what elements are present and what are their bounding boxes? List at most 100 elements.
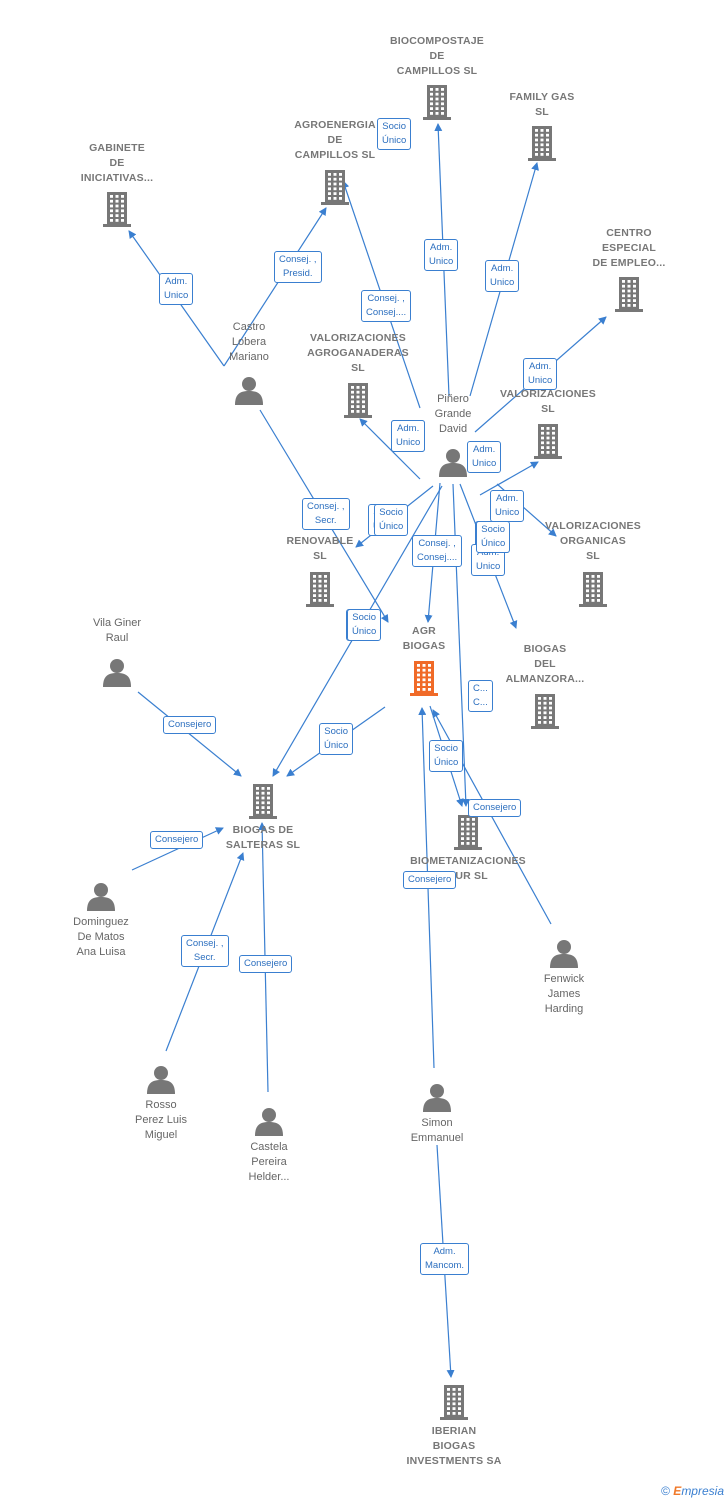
node-label: Fenwick James Harding [543, 973, 585, 1015]
edge-label-pinero-to-valorg[interactable]: Adm. Unico [490, 490, 525, 522]
node-fenwick[interactable]: Fenwick James Harding [494, 938, 634, 1017]
node-label: FAMILY GAS SL [509, 91, 575, 118]
building-icon [193, 783, 333, 819]
node-label: CENTRO ESPECIAL DE EMPLEO... [592, 227, 666, 269]
person-icon [199, 1106, 339, 1136]
person-icon [179, 375, 319, 405]
brand-name: mpresia [681, 1484, 724, 1498]
node-simon[interactable]: Simon Emmanuel [367, 1082, 507, 1146]
node-label: AGROENERGIA DE CAMPILLOS SL [294, 119, 376, 161]
node-label: Piñero Grande David [434, 393, 472, 435]
edge-label-dominguez-to-salteras[interactable]: Consejero [150, 831, 204, 849]
building-icon [523, 571, 663, 607]
building-icon-highlighted [354, 660, 494, 696]
node-label: AGR BIOGAS [402, 625, 446, 652]
person-icon [47, 657, 187, 687]
building-icon [384, 1384, 524, 1420]
node-centro[interactable]: CENTRO ESPECIAL DE EMPLEO... [559, 226, 699, 312]
edge-label-fenwick-to-agrobiogas[interactable]: Consejero [468, 799, 522, 817]
edge-vila-to-salteras [137, 691, 242, 777]
edge-label-castro-to-agrobiogas[interactable]: Consej. , Secr. [302, 498, 350, 530]
footer-brand: © Empresia [661, 1484, 724, 1498]
node-label: Vila Giner Raul [92, 617, 142, 644]
node-label: BIOCOMPOSTAJE DE CAMPILLOS SL [390, 35, 484, 77]
building-icon [47, 191, 187, 227]
person-icon [494, 938, 634, 968]
node-almanzora[interactable]: BIOGAS DEL ALMANZORA... [475, 642, 615, 729]
brand-initial: E [673, 1484, 682, 1498]
edge-label-simon-to-agrobiogas[interactable]: Consejero [403, 871, 457, 889]
person-icon [367, 1082, 507, 1112]
node-label: Castela Pereira Helder... [248, 1141, 290, 1183]
node-agrobiogas[interactable]: AGR BIOGAS [354, 624, 494, 696]
building-icon [265, 169, 405, 205]
edge-label-agrobiogas-to-salteras[interactable]: Socio Único [319, 723, 354, 755]
edge-label-castro-to-gabinete[interactable]: Adm. Unico [159, 273, 194, 305]
copyright-symbol: © [661, 1484, 670, 1498]
person-icon [91, 1064, 231, 1094]
edge-castro-to-agroenergia [223, 207, 327, 367]
edge-label-castro-to-agroenergia[interactable]: Consej. , Presid. [274, 251, 322, 283]
node-agroenergia[interactable]: AGROENERGIA DE CAMPILLOS SL [265, 118, 405, 205]
building-icon [367, 84, 507, 120]
node-familygas[interactable]: FAMILY GAS SL [472, 90, 612, 161]
person-icon [31, 881, 171, 911]
building-icon [472, 125, 612, 161]
edge-label-rosso-to-salteras[interactable]: Consej. , Secr. [181, 935, 229, 967]
node-valagrog[interactable]: VALORIZACIONES AGROGANADERAS SL [288, 331, 428, 418]
node-label: Castro Lobera Mariano [229, 321, 269, 363]
node-iberian[interactable]: IBERIAN BIOGAS INVESTMENTS SA [384, 1384, 524, 1469]
building-icon [559, 276, 699, 312]
node-castro[interactable]: Castro Lobera Mariano [179, 320, 319, 405]
node-label: RENOVABLE SL [286, 535, 354, 562]
node-gabinete[interactable]: GABINETE DE INICIATIVAS... [47, 141, 187, 227]
node-salteras[interactable]: BIOGAS DE SALTERAS SL [193, 783, 333, 853]
node-rosso[interactable]: Rosso Perez Luis Miguel [91, 1064, 231, 1143]
node-pinero[interactable]: Piñero Grande David [383, 392, 523, 477]
edge-label-pinero-to-agrobiogas[interactable]: Consej. , Consej.... [412, 535, 463, 567]
building-icon [250, 571, 390, 607]
edge-label-castela-to-salteras[interactable]: Consejero [239, 955, 293, 973]
node-label: VALORIZACIONES AGROGANADERAS SL [307, 332, 409, 374]
building-icon [475, 693, 615, 729]
edge-label-overlap[interactable]: Socio Único [347, 609, 382, 641]
building-icon [398, 814, 538, 850]
node-label: VALORIZACIONES ORGANICAS SL [545, 520, 641, 562]
edge-label-overlap[interactable]: C... C... [468, 680, 493, 712]
node-castela[interactable]: Castela Pereira Helder... [199, 1106, 339, 1185]
node-dominguez[interactable]: Dominguez De Matos Ana Luisa [31, 881, 171, 960]
edge-label-pinero-to-agroenergia[interactable]: Consej. , Consej.... [361, 290, 412, 322]
edge-label-simon-to-iberian[interactable]: Adm. Mancom. [420, 1243, 470, 1275]
edge-label-pinero-to-centro[interactable]: Adm. Unico [523, 358, 558, 390]
node-label: Simon Emmanuel [410, 1117, 464, 1144]
edge-label-overlap[interactable]: Socio Único [476, 521, 511, 553]
edge-label-vila-to-salteras[interactable]: Consejero [163, 716, 217, 734]
edge-label-agrobiogas-to-biomet[interactable]: Socio Único [429, 740, 464, 772]
edge-dominguez-to-salteras [131, 827, 224, 871]
person-icon [383, 447, 523, 477]
node-label: VALORIZACIONES SL [500, 388, 596, 415]
node-label: Rosso Perez Luis Miguel [135, 1099, 187, 1141]
edge-label-pinero-to-biocompostaje[interactable]: Adm. Unico [424, 239, 459, 271]
edge-pinero-to-valsl [479, 461, 539, 496]
node-biocompostaje[interactable]: BIOCOMPOSTAJE DE CAMPILLOS SL [367, 34, 507, 120]
node-label: Dominguez De Matos Ana Luisa [73, 916, 129, 958]
edge-label-pinero-to-familygas[interactable]: Adm. Unico [485, 260, 520, 292]
node-label: BIOGAS DE SALTERAS SL [225, 824, 301, 851]
node-label: GABINETE DE INICIATIVAS... [80, 142, 154, 184]
building-icon [288, 382, 428, 418]
edge-label-overlap[interactable]: Socio Único [374, 504, 409, 536]
node-renovable[interactable]: RENOVABLE SL [250, 534, 390, 607]
edge-label-overlap[interactable]: Adm. Unico [391, 420, 426, 452]
node-valsl[interactable]: VALORIZACIONES SL [478, 387, 618, 459]
edge-label-overlap[interactable]: Socio Único [377, 118, 412, 150]
node-label: BIOGAS DEL ALMANZORA... [505, 643, 585, 685]
node-label: IBERIAN BIOGAS INVESTMENTS SA [406, 1425, 502, 1467]
node-vila[interactable]: Vila Giner Raul [47, 616, 187, 687]
edge-pinero-to-valagrog [359, 418, 421, 480]
edge-label-pinero-to-valsl[interactable]: Adm. Unico [467, 441, 502, 473]
building-icon [478, 423, 618, 459]
node-valorg[interactable]: VALORIZACIONES ORGANICAS SL [523, 519, 663, 607]
